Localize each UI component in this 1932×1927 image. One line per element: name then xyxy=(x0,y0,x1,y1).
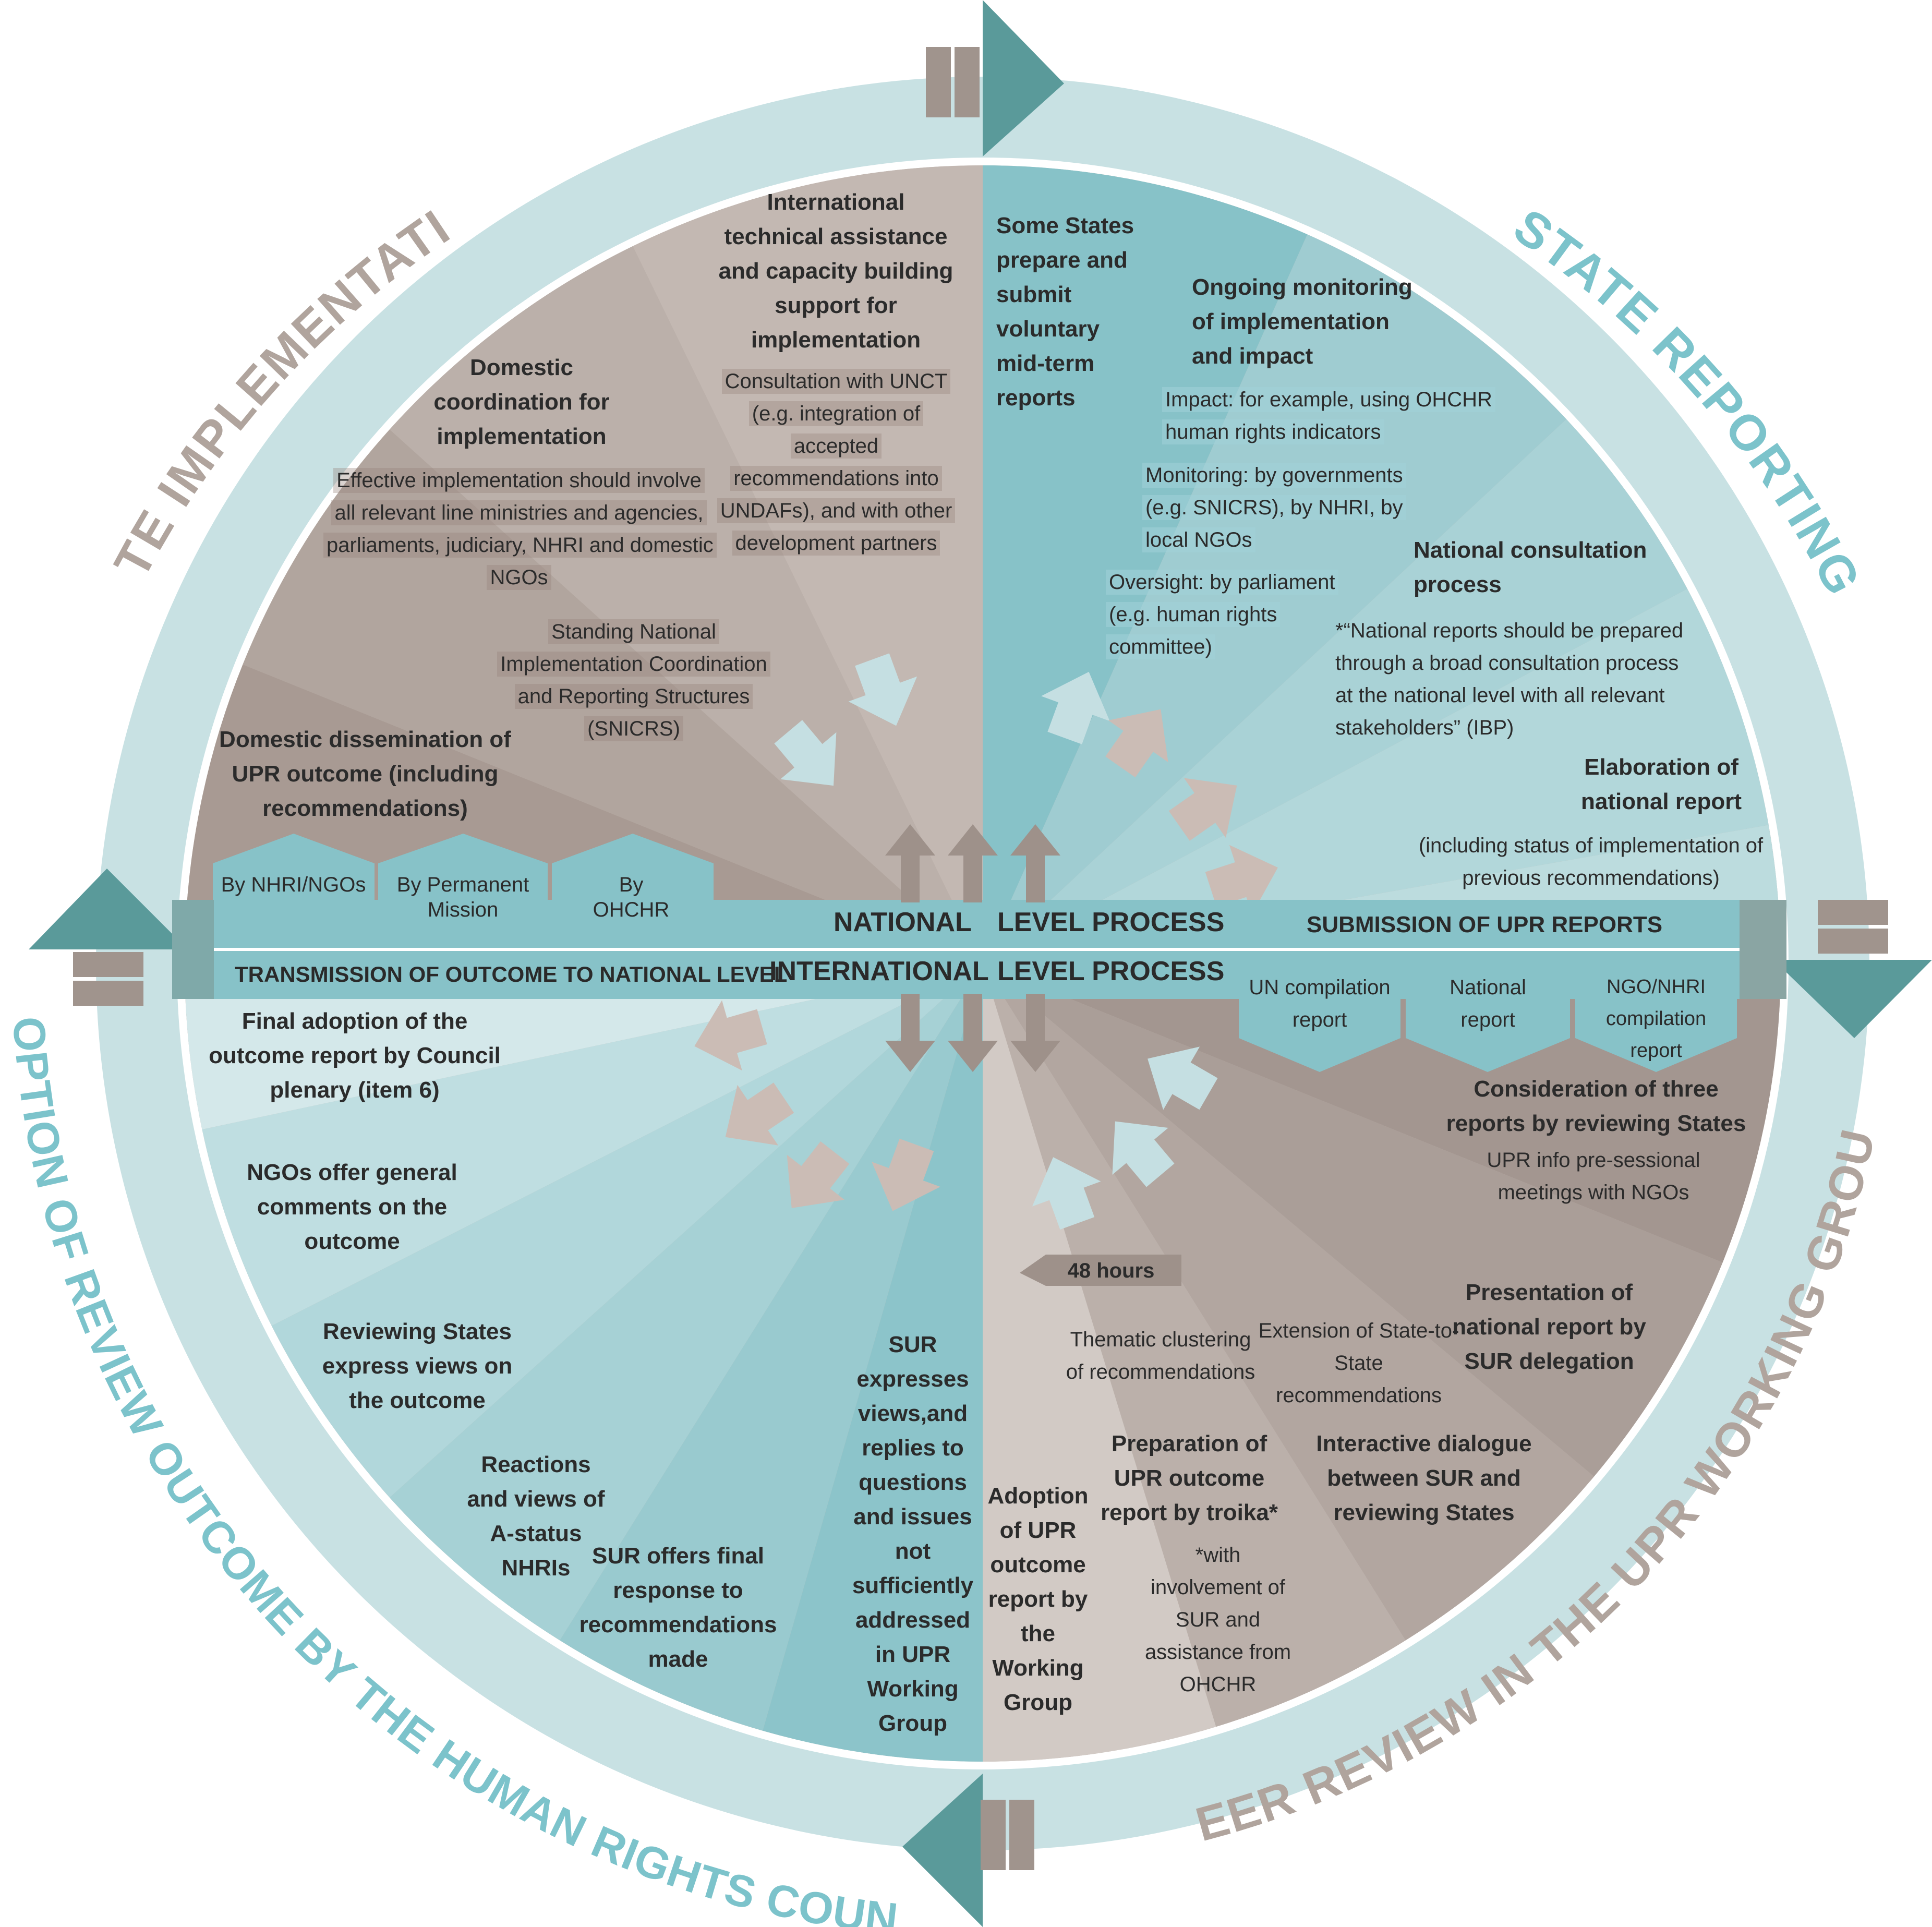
pie-wedge xyxy=(983,588,1769,964)
standing-structures: Standing National Implementation Coordin… xyxy=(485,616,782,745)
pie-wedge xyxy=(243,429,983,964)
radial-arrow-icon xyxy=(1041,671,1110,744)
tab-ngo-compilation: NGO/NHRI compilation report xyxy=(1605,976,1707,1062)
ring-arrow-bottom-icon xyxy=(902,1774,1034,1927)
international-label-left: INTERNATIONAL xyxy=(769,956,989,986)
domestic-coordination-title: Domestic coordination for implementation xyxy=(433,355,610,449)
ring-arrow-left-icon xyxy=(29,869,188,1006)
intl-assistance-desc: Consultation with UNCT (e.g. integration… xyxy=(714,365,959,559)
hub-arrow-icon xyxy=(1010,824,1060,902)
pie-wedge xyxy=(389,246,983,964)
international-label-right: LEVEL PROCESS xyxy=(997,956,1225,986)
radial-arrow-icon xyxy=(1112,1121,1175,1187)
pie-wedge xyxy=(560,964,983,1731)
intl-assistance-title: International technical assistance and c… xyxy=(718,189,953,353)
a-status-nhri-reactions: Reactions and views of A-status NHRIs xyxy=(467,1452,605,1581)
oversight-text: Oversight: by parliament (e.g. human rig… xyxy=(1106,566,1356,663)
consideration-desc: UPR info pre-sessional meetings with NGO… xyxy=(1487,1149,1700,1204)
radial-arrow-icon xyxy=(694,1000,767,1071)
final-adoption: Final adoption of the outcome report by … xyxy=(209,1008,501,1103)
hub-arrow-icon xyxy=(885,824,935,902)
domestic-coordination-desc: Effective implementation should involve … xyxy=(323,464,717,594)
transmission-bar-label: TRANSMISSION OF OUTCOME TO NATIONAL LEVE… xyxy=(235,962,788,986)
elaboration-title: Elaboration of national report xyxy=(1580,754,1742,814)
radial-arrow-icon xyxy=(725,1082,794,1146)
pie-wedge xyxy=(389,964,983,1641)
consultation-desc: *“National reports should be prepared th… xyxy=(1335,619,1684,739)
radial-arrow-icon xyxy=(787,1141,850,1208)
radial-arrow-icon xyxy=(848,653,917,726)
sur-expresses-views: SUR expresses views,and replies to quest… xyxy=(852,1332,974,1736)
pie-wedge xyxy=(633,165,983,964)
elaboration-desc: (including status of implementation of p… xyxy=(1418,834,1764,889)
national-label-right: LEVEL PROCESS xyxy=(997,907,1225,937)
pie-wedge xyxy=(983,234,1566,964)
monitoring-title: Ongoing monitoring of implementation and… xyxy=(1192,274,1412,369)
thematic-clustering: Thematic clustering of recommendations xyxy=(1066,1328,1255,1383)
submission-bar-label: SUBMISSION OF UPR REPORTS xyxy=(1307,912,1663,937)
pie-wedge xyxy=(983,419,1687,964)
hub-arrow-icon xyxy=(948,824,998,902)
pie-wedge xyxy=(983,964,1406,1727)
monitoring-text: Monitoring: by governments (e.g. SNICRS)… xyxy=(1142,459,1440,556)
consultation-title: National consultation process xyxy=(1414,537,1647,597)
pie-wedge xyxy=(983,165,1308,964)
tab-by-nhri: By NHRI/NGOs xyxy=(221,873,366,896)
domestic-dissemination: Domestic dissemination of UPR outcome (i… xyxy=(219,727,511,821)
radial-arrow-icon xyxy=(774,720,837,786)
interactive-dialogue: Interactive dialogue between SUR and rev… xyxy=(1316,1431,1532,1525)
tab-shapes-bottom xyxy=(1239,955,1737,1072)
midterm-reports: Some States prepare and submit voluntary… xyxy=(996,213,1134,411)
radial-arrow-icon xyxy=(1148,1046,1218,1110)
ring-arrow-top-icon xyxy=(926,0,1064,156)
extension-recommendations: Extension of State-to-State recommendati… xyxy=(1258,1319,1459,1407)
radial-arrow-icon xyxy=(1205,845,1278,914)
pie-wedge xyxy=(271,964,983,1498)
reviewing-states-views: Reviewing States express views on the ou… xyxy=(322,1319,513,1413)
tab-by-mission: By Permanent Mission xyxy=(396,873,529,921)
tab-un-compilation: UN compilation report xyxy=(1249,976,1391,1031)
pie-wedge xyxy=(202,964,983,1326)
radial-arrow-icon xyxy=(1105,709,1168,778)
sur-final-response: SUR offers final response to recommendat… xyxy=(579,1543,777,1672)
adoption-working-group: Adoption of UPR outcome report by the Wo… xyxy=(987,1483,1089,1715)
radial-arrow-icon xyxy=(872,1138,940,1211)
national-label-left: NATIONAL xyxy=(834,907,972,937)
pie-wedge xyxy=(983,964,1216,1762)
tab-by-ohchr: By OHCHR xyxy=(593,873,670,921)
pie-wedge xyxy=(185,964,983,1130)
impact-text: Impact: for example, using OHCHR human r… xyxy=(1162,383,1496,448)
hours-label: 48 hours xyxy=(1067,1259,1155,1282)
ngos-comments: NGOs offer general comments on the outco… xyxy=(247,1160,457,1254)
ring-arrow-right-icon xyxy=(1773,900,1932,1038)
radial-arrow-icon xyxy=(1032,1157,1101,1230)
preparation-title: Preparation of UPR outcome report by tro… xyxy=(1101,1431,1278,1525)
hub-arrow-icon xyxy=(885,994,935,1072)
tab-national-report: National report xyxy=(1450,976,1526,1031)
preparation-desc: *with involvement of SUR and assistance … xyxy=(1144,1544,1291,1696)
presentation-national-report: Presentation of national report by SUR d… xyxy=(1452,1280,1646,1374)
hub-arrow-icon xyxy=(1010,994,1060,1072)
hours-arrow-shape xyxy=(1020,1255,1181,1286)
tab-shapes-top xyxy=(213,834,714,900)
hub-arrow-icon xyxy=(948,994,998,1072)
hub-arrows-icon xyxy=(885,824,1060,1072)
radial-arrow-icon xyxy=(1168,778,1237,841)
consideration-title: Consideration of three reports by review… xyxy=(1446,1076,1746,1136)
